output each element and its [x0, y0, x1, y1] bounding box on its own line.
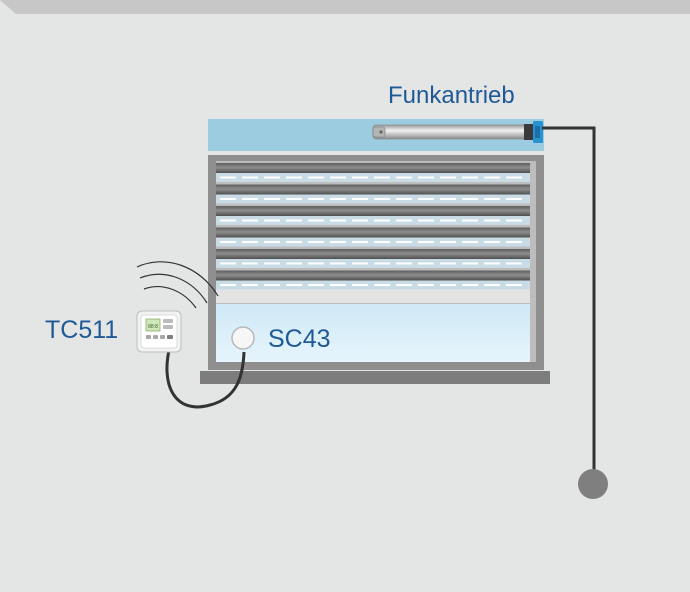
tubular-motor-icon	[372, 121, 543, 143]
slat-gap	[216, 173, 530, 182]
shutter-slat	[216, 270, 530, 281]
sensor-cable	[165, 345, 246, 409]
shutter-slat	[216, 227, 530, 238]
shutter-bottom-rail	[216, 289, 530, 303]
sensor-label: SC43	[268, 325, 331, 353]
window-glass	[216, 304, 530, 362]
slat-gap	[216, 280, 530, 290]
slat-gap	[216, 194, 530, 204]
shutter-slat	[216, 206, 530, 216]
radio-waves-icon	[136, 261, 219, 309]
control-unit-label: TC511	[45, 316, 119, 344]
shutter-slat	[216, 184, 530, 195]
roller-shutter-curtain	[216, 163, 530, 290]
svg-text:88:8: 88:8	[148, 324, 158, 330]
motor-label: Funkantrieb	[388, 82, 515, 109]
cord-weight-icon	[578, 469, 608, 499]
shutter-slat	[216, 163, 530, 173]
sun-sensor-icon	[231, 326, 255, 350]
wall-control-unit-icon: 88:8	[136, 310, 182, 353]
slat-gap	[216, 259, 530, 268]
window-sill	[200, 371, 550, 384]
slat-gap	[216, 237, 530, 247]
shutter-slat	[216, 249, 530, 259]
top-band	[0, 0, 690, 14]
slat-gap	[216, 216, 530, 225]
drive-cable	[542, 126, 596, 476]
